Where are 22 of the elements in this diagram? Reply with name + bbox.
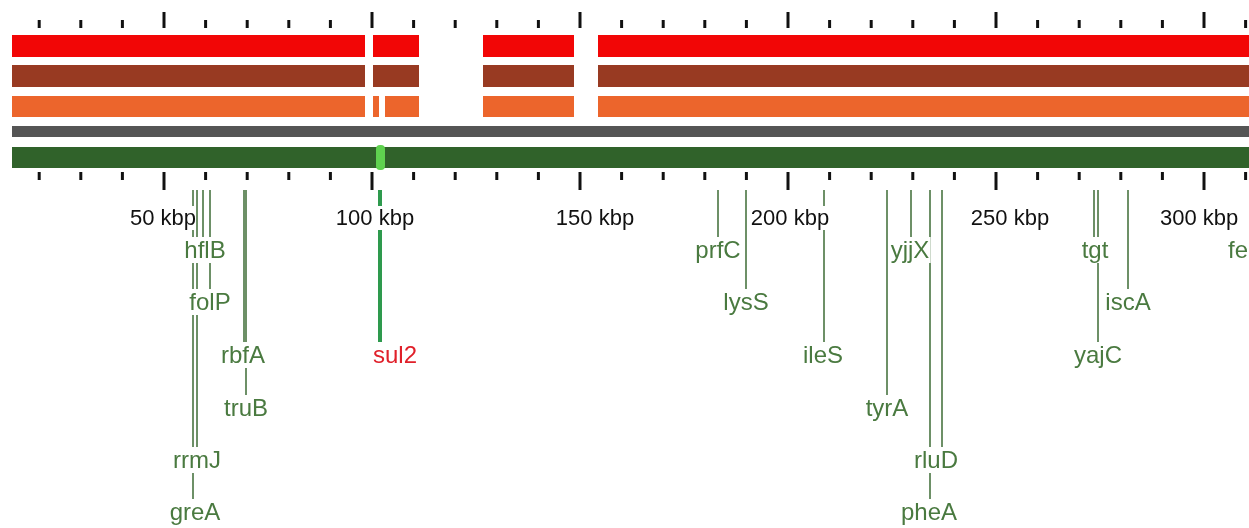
axis-label: 150 kbp (555, 206, 635, 230)
axis-label: 300 kbp (1160, 206, 1239, 230)
leader-line (1127, 189, 1129, 290)
gene-label: rrmJ (172, 447, 222, 473)
gene-label: rluD (913, 447, 959, 473)
axis-label: 250 kbp (970, 206, 1050, 230)
leader-line (910, 189, 912, 238)
leader-line (202, 189, 204, 238)
leader-line (745, 189, 747, 290)
gene-label: yjjX (889, 237, 931, 263)
axis-label: 200 kbp (750, 206, 830, 230)
gene-label: hflB (183, 237, 227, 263)
gene-label: folP (188, 289, 232, 315)
leader-line (243, 189, 245, 343)
leader-line (1093, 189, 1095, 238)
leader-line (941, 189, 943, 448)
axis-label: 50 kbp (129, 206, 197, 230)
axis-label: 100 kbp (335, 206, 415, 230)
gene-label: tgt (1080, 237, 1110, 263)
gene-label: rbfA (220, 342, 266, 368)
leader-line (886, 189, 888, 396)
leader-line (717, 189, 719, 238)
